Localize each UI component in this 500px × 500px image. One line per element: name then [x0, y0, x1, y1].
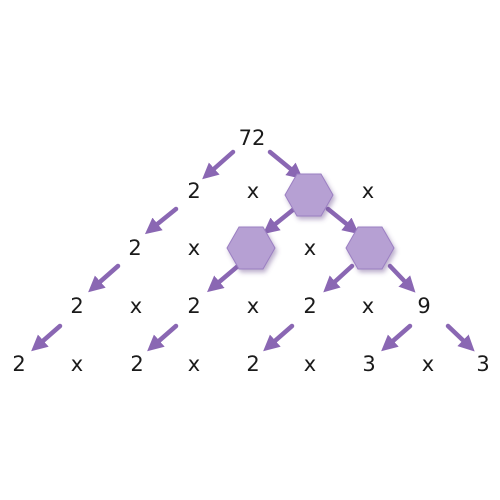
arrow-nine-left — [381, 323, 413, 352]
tokens-layer: 72 2 x x 2 x x 2 x 2 x 2 x 9 2 x 2 x 2 x… — [12, 126, 489, 376]
row4-times-3: x — [304, 352, 316, 376]
row3-times-2: x — [247, 294, 259, 318]
row4-factor-1: 2 — [12, 352, 25, 376]
arrow-hex2-left — [207, 263, 241, 293]
row4-factor-4: 3 — [362, 352, 375, 376]
row4-times-2: x — [188, 352, 200, 376]
arrow-r3-first — [31, 323, 63, 352]
arrow-hex1-right — [325, 206, 360, 235]
arrow-r3-third — [263, 323, 295, 352]
arrow-hex3-right — [387, 263, 416, 293]
hexagon-icon — [226, 226, 276, 270]
row4-factor-3: 2 — [246, 352, 259, 376]
row3-factor-1: 2 — [70, 294, 83, 318]
row4-times-1: x — [71, 352, 83, 376]
row1-factor: 2 — [187, 179, 200, 203]
row3-times-3: x — [362, 294, 374, 318]
arrow-r3-second — [147, 323, 179, 352]
row4-factor-5: 3 — [476, 352, 489, 376]
root-value: 72 — [239, 126, 266, 150]
row3-times-1: x — [130, 294, 142, 318]
row3-factor-3: 2 — [303, 294, 316, 318]
hexagon-icon — [345, 226, 395, 270]
arrow-nine-right — [445, 323, 475, 352]
arrow-root-left — [202, 149, 236, 180]
row1-times-2: x — [362, 179, 374, 203]
arrow-hex3-left — [323, 263, 355, 293]
row3-factor-4: 9 — [417, 294, 430, 318]
arrow-hex1-left — [262, 206, 297, 235]
row4-times-4: x — [422, 352, 434, 376]
row1-times: x — [247, 179, 259, 203]
row2-times-2: x — [304, 236, 316, 260]
arrow-r1-left — [144, 206, 179, 235]
row2-times: x — [188, 236, 200, 260]
arrows-layer — [31, 149, 475, 352]
arrow-r2-left — [88, 263, 121, 293]
row2-factor: 2 — [128, 236, 141, 260]
row4-factor-2: 2 — [130, 352, 143, 376]
row3-factor-2: 2 — [187, 294, 200, 318]
hexagons-layer — [226, 173, 395, 270]
arrow-root-right — [267, 149, 304, 180]
hexagon-icon — [284, 173, 334, 217]
